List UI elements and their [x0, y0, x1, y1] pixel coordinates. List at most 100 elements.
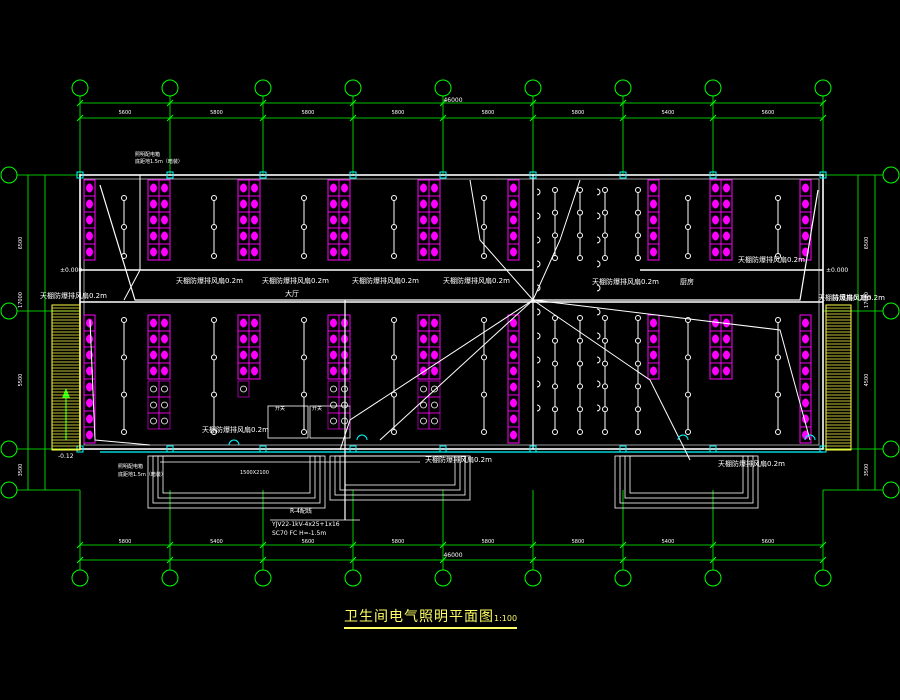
basin-cell [428, 380, 441, 398]
dim-tick [76, 114, 84, 122]
toilet-fixture [251, 366, 258, 376]
axis-bubble-top [71, 79, 89, 97]
basin-cell [147, 380, 160, 398]
dim-tick [76, 556, 84, 564]
dim-tick [619, 556, 627, 564]
fan-note-12: 排风扇0.2m [832, 293, 871, 302]
lamp [552, 255, 558, 261]
toilet-fixture [712, 199, 719, 209]
toilet-fixture [86, 366, 93, 376]
basin-fixture [330, 401, 337, 409]
dim-tick [349, 99, 357, 107]
dim-tick [76, 541, 84, 549]
toilet-fixture [86, 247, 93, 257]
wall-light [536, 308, 541, 316]
door-note: 1500X2100 [240, 470, 269, 476]
switch-note-1: 开关 [275, 405, 285, 412]
basin-fixture [150, 417, 157, 425]
axis-bubble-right [882, 302, 900, 320]
toilet-fixture [240, 183, 247, 193]
fan-note-11: 天棚防爆排风扇0.2m [718, 459, 785, 468]
toilet-fixture [330, 318, 337, 328]
title-underline [344, 627, 452, 628]
toilet-fixture [712, 183, 719, 193]
basin-cell [428, 396, 441, 414]
dim-label-side: 17000 [864, 292, 870, 308]
basin-fixture [161, 401, 168, 409]
cable-note-2: YJV22-1kV-4x25+1x16 [271, 521, 340, 528]
toilet-fixture [240, 318, 247, 328]
lamp [552, 232, 558, 239]
lamp [211, 253, 217, 259]
dim-tick [819, 541, 827, 549]
toilet-fixture [802, 231, 809, 241]
lamp [635, 337, 641, 344]
wall-light [596, 308, 601, 316]
cubicle [158, 362, 171, 380]
lamp [685, 429, 691, 435]
wall-light [536, 236, 541, 244]
axis-bubble-top [161, 79, 179, 97]
cubicle [720, 243, 733, 261]
toilet-fixture [420, 247, 427, 257]
outer-wall [79, 174, 824, 450]
dim-label-top: 5800 [302, 110, 315, 116]
axis-bubble-right [882, 166, 900, 184]
toilet-fixture [802, 350, 809, 360]
lamp [121, 429, 127, 435]
axis-bubble-top [524, 79, 542, 97]
dim-tick [439, 99, 447, 107]
cubicle [428, 243, 441, 261]
column-mark [819, 171, 827, 179]
dim-tick [819, 114, 827, 122]
overall-dim-bottom: 46000 [443, 552, 462, 559]
toilet-fixture [240, 334, 247, 344]
lamp [481, 354, 487, 361]
dim-tick [166, 556, 174, 564]
toilet-fixture [650, 366, 657, 376]
toilet-fixture [431, 199, 438, 209]
lamp [635, 360, 641, 367]
dim-tick [259, 541, 267, 549]
axis-bubble-top [704, 79, 722, 97]
lamp [391, 391, 397, 398]
toilet-fixture [330, 199, 337, 209]
panel-note-1: 照明配电箱 [135, 151, 160, 158]
dim-label-bottom: 5800 [119, 539, 132, 545]
lamp [481, 195, 487, 201]
column-mark [529, 171, 537, 179]
lamp [635, 429, 641, 435]
lamp [602, 315, 608, 321]
toilet-fixture [510, 382, 517, 392]
branch-wire [339, 299, 534, 451]
toilet-fixture [802, 199, 809, 209]
column-mark [76, 171, 84, 179]
toilet-fixture [330, 231, 337, 241]
toilet-fixture [431, 366, 438, 376]
toilet-fixture [251, 350, 258, 360]
toilet-fixture [341, 231, 348, 241]
toilet-fixture [86, 231, 93, 241]
toilet-fixture [712, 350, 719, 360]
fan-note-5: 天棚防爆排风扇0.2m [592, 277, 659, 286]
cubicle [720, 362, 733, 380]
lamp [775, 253, 781, 259]
dim-tick [709, 99, 717, 107]
lamp [391, 224, 397, 230]
toilet-fixture [723, 183, 730, 193]
axis-bubble-bottom [704, 569, 722, 587]
toilet-fixture [86, 430, 93, 440]
lamp [577, 315, 583, 321]
fan-note-2: 天棚防爆排风扇0.2m [262, 276, 329, 285]
axis-bubble-left [0, 481, 18, 499]
dim-tick [349, 556, 357, 564]
axis-grid [0, 79, 900, 587]
lamp [577, 255, 583, 261]
toilet-fixture [240, 215, 247, 225]
basin-fixture [330, 417, 337, 425]
main-feeder [99, 184, 533, 301]
toilet-fixture [161, 215, 168, 225]
lamp [301, 391, 307, 398]
panel-note-4: 底距地1.5m（暗装） [118, 471, 166, 478]
toilet-fixture [330, 215, 337, 225]
